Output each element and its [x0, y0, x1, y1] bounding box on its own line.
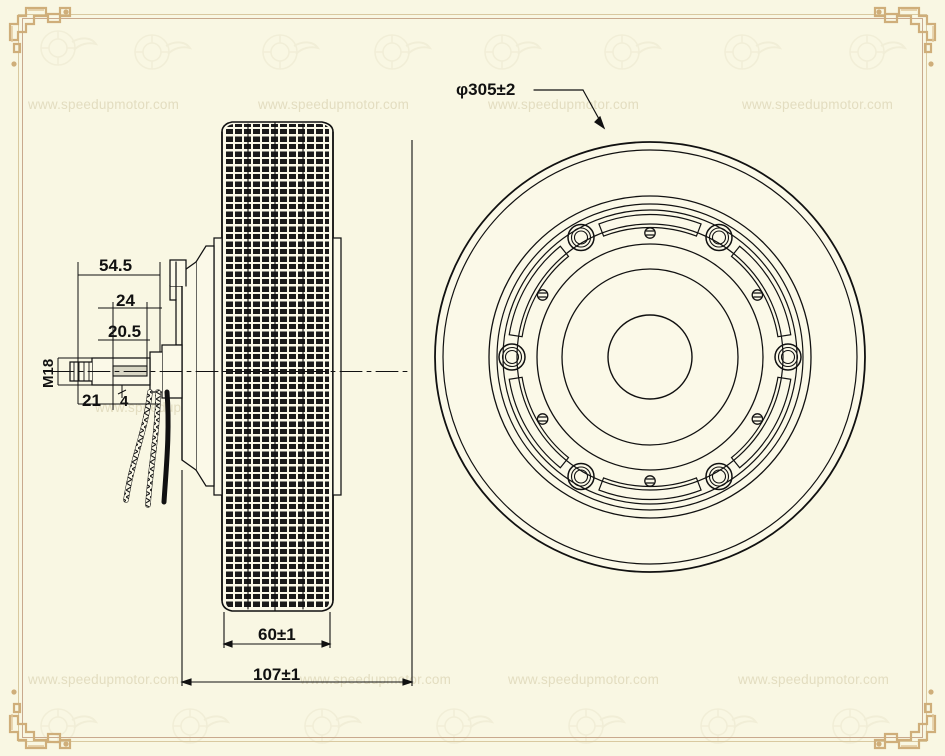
cable-gland: [169, 259, 187, 287]
face-view-group: [434, 89, 866, 573]
dimension-label-overall_w: 107±1: [253, 665, 301, 684]
screw-slot: [538, 416, 547, 422]
bolt-holes: [498, 223, 802, 491]
ornament-corner-bottom-right: [867, 680, 941, 754]
hub-arc-slot: [598, 477, 702, 501]
bolt-hole: [705, 223, 733, 252]
screw-heads: [536, 227, 764, 487]
rim-ring-1: [488, 195, 812, 519]
hub-arc-slot: [508, 376, 570, 469]
bolt-hole: [498, 343, 526, 371]
dimension-label-axle_total: 54.5: [99, 256, 133, 275]
wheel-inner-circle: [442, 149, 858, 565]
ornament-corner-top-left: [4, 2, 78, 76]
dimension-label-dim205: 20.5: [108, 322, 142, 341]
bolt-hole: [711, 230, 727, 245]
bolt-hole: [711, 469, 727, 484]
hub-cover-ring: [516, 223, 784, 491]
screw-slot: [645, 230, 655, 236]
hub-arc-slots: [508, 213, 792, 501]
bolt-hole: [570, 466, 592, 487]
dimension-label-diameter: φ305±2: [456, 80, 516, 99]
cover-ring-2: [561, 268, 739, 446]
bolt-hole: [573, 469, 589, 484]
tread-ribs: [247, 121, 304, 612]
bolt-hole: [501, 346, 523, 368]
hub-arc-slot: [508, 245, 570, 338]
bolt-hole: [780, 349, 796, 365]
dimension-label-tread_w: 60±1: [258, 625, 296, 644]
hub-arc-slot: [598, 213, 702, 237]
wheel-outer-circle: [434, 141, 866, 573]
diameter-leader-line: [533, 89, 606, 130]
dimension-label-dim21: 21: [82, 391, 101, 410]
hub-arc-slot: [730, 376, 792, 469]
ornament-corner-top-right: [867, 2, 941, 76]
side-view-group: [51, 121, 413, 612]
screw-slot: [538, 292, 547, 298]
dimension-label-dim24: 24: [116, 291, 135, 310]
hub-arc-slot: [730, 245, 792, 338]
bolt-hole: [567, 462, 595, 491]
rim-flange-right: [332, 237, 342, 496]
rim-ring-2: [496, 203, 804, 511]
bolt-hole: [777, 346, 799, 368]
dimension-lines-bottom: [180, 140, 414, 686]
bolt-hole: [504, 349, 520, 365]
frame-outer-border: [18, 14, 927, 742]
hub-center-bore: [607, 314, 693, 400]
ornament-corner-bottom-left: [4, 680, 78, 754]
bolt-hole: [708, 466, 730, 487]
bolt-hole: [573, 230, 589, 245]
bolt-hole: [570, 227, 592, 248]
bolt-hole: [567, 223, 595, 252]
bolt-hole: [705, 462, 733, 491]
screw-slot: [753, 292, 762, 298]
dimension-lines-left: [57, 262, 162, 410]
screw-slot: [645, 478, 655, 484]
cover-ring-1: [536, 243, 764, 471]
bolt-hole: [774, 343, 802, 371]
bolt-hole: [708, 227, 730, 248]
dimension-label-dim4: 4: [120, 393, 129, 410]
frame-inner-border: [22, 18, 923, 738]
screw-slot: [753, 416, 762, 422]
